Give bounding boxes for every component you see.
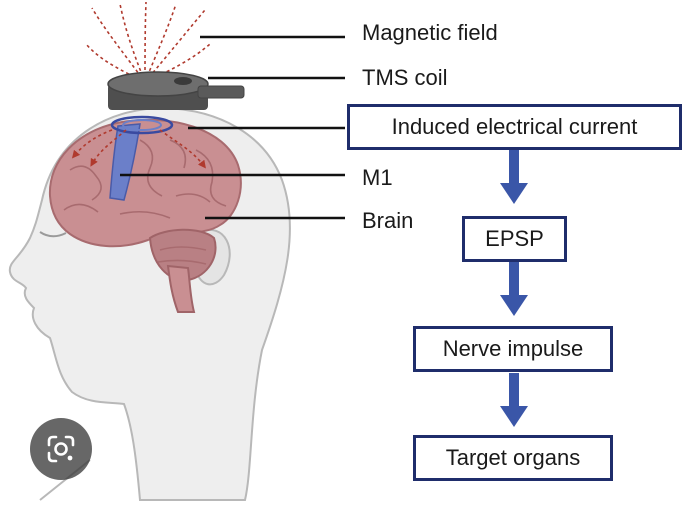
box-nerve-impulse: Nerve impulse bbox=[413, 326, 613, 372]
google-lens-button[interactable] bbox=[30, 418, 92, 480]
label-magnetic-field: Magnetic field bbox=[362, 20, 498, 45]
label-tms-coil: TMS coil bbox=[362, 65, 448, 90]
brain-folds bbox=[63, 139, 227, 265]
tms-coil bbox=[107, 71, 245, 110]
flow-arrow-3 bbox=[500, 373, 528, 427]
label-brain: Brain bbox=[362, 208, 414, 233]
motor-cortex-strip bbox=[109, 123, 141, 201]
flow-arrow-1 bbox=[500, 150, 528, 204]
magnetic-field-lines bbox=[85, 1, 211, 83]
google-lens-icon bbox=[47, 435, 75, 463]
flow-arrow-2 bbox=[500, 262, 528, 316]
box-epsp: EPSP bbox=[462, 216, 567, 262]
flow-arrows bbox=[500, 150, 528, 427]
induced-current-ring-inner bbox=[122, 119, 162, 131]
pointer-lines bbox=[120, 35, 345, 220]
current-flow-arrows bbox=[71, 129, 206, 169]
label-m1: M1 bbox=[362, 165, 393, 190]
eye bbox=[39, 231, 67, 238]
cerebellum bbox=[148, 228, 217, 282]
box-target-organs: Target organs bbox=[413, 435, 613, 481]
brainstem bbox=[166, 264, 196, 313]
induced-current-ring-outer bbox=[110, 115, 174, 135]
box-induced-electrical-current: Induced electrical current bbox=[347, 104, 682, 150]
